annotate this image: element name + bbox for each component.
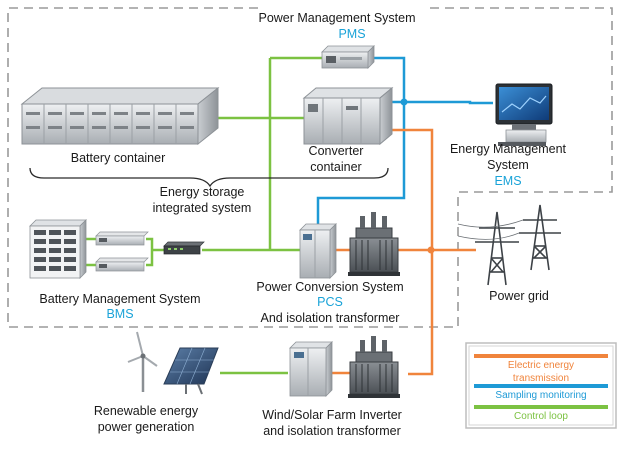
converter-container-label-1: Converter <box>309 144 364 158</box>
energy-storage-label-1: Energy storage <box>160 185 245 199</box>
bms-acronym: BMS <box>106 307 133 321</box>
line-junctions <box>400 98 435 254</box>
pms-acronym: PMS <box>338 27 365 41</box>
pcs-acronym: PCS <box>317 295 343 309</box>
battery-container-label: Battery container <box>71 151 166 165</box>
renewable-label-2: power generation <box>98 420 195 434</box>
legend-label: Electric energy <box>508 360 574 371</box>
bms-title: Battery Management System <box>39 292 200 306</box>
legend-label: Sampling monitoring <box>495 390 586 401</box>
bms-module-icon <box>95 257 149 272</box>
pcs-cabinet-icon <box>299 223 337 279</box>
transformer-icon <box>348 212 400 276</box>
inverter-label-2: and isolation transformer <box>263 424 401 438</box>
bms-module-icon <box>95 231 149 246</box>
switch-icon <box>163 241 205 255</box>
legend-label: transmission <box>513 373 569 384</box>
sampling-lines <box>316 56 493 226</box>
renewable-label-1: Renewable energy <box>94 404 199 418</box>
pms-title: Power Management System <box>258 11 415 25</box>
power-tower-icon <box>519 204 561 271</box>
converter-container-label-2: container <box>310 160 361 174</box>
battery-container-icon <box>20 86 220 146</box>
ems-label-1: Energy Management <box>450 142 567 156</box>
bms-rack-icon <box>29 219 87 279</box>
ems-label-2: System <box>487 158 529 172</box>
power-lines <box>457 219 524 240</box>
energy-storage-brace <box>29 167 389 188</box>
pcs-title: Power Conversion System <box>256 280 403 294</box>
ems-acronym: EMS <box>494 174 521 188</box>
transformer-icon <box>348 336 400 398</box>
inverter-cabinet-icon <box>289 341 333 397</box>
converter-container-icon <box>302 86 394 146</box>
power-tower-icon <box>475 211 519 286</box>
power-grid-label: Power grid <box>489 289 549 303</box>
legend-label: Control loop <box>514 411 568 422</box>
wind-turbine-icon <box>127 331 158 392</box>
energy-storage-label-2: integrated system <box>153 201 252 215</box>
inverter-label-1: Wind/Solar Farm Inverter <box>262 408 402 422</box>
solar-panel-icon <box>163 347 219 395</box>
pcs-subtitle: And isolation transformer <box>261 311 400 325</box>
pms-controller-icon <box>321 45 375 69</box>
system-boundary <box>7 7 613 328</box>
ems-computer-icon <box>495 83 553 146</box>
